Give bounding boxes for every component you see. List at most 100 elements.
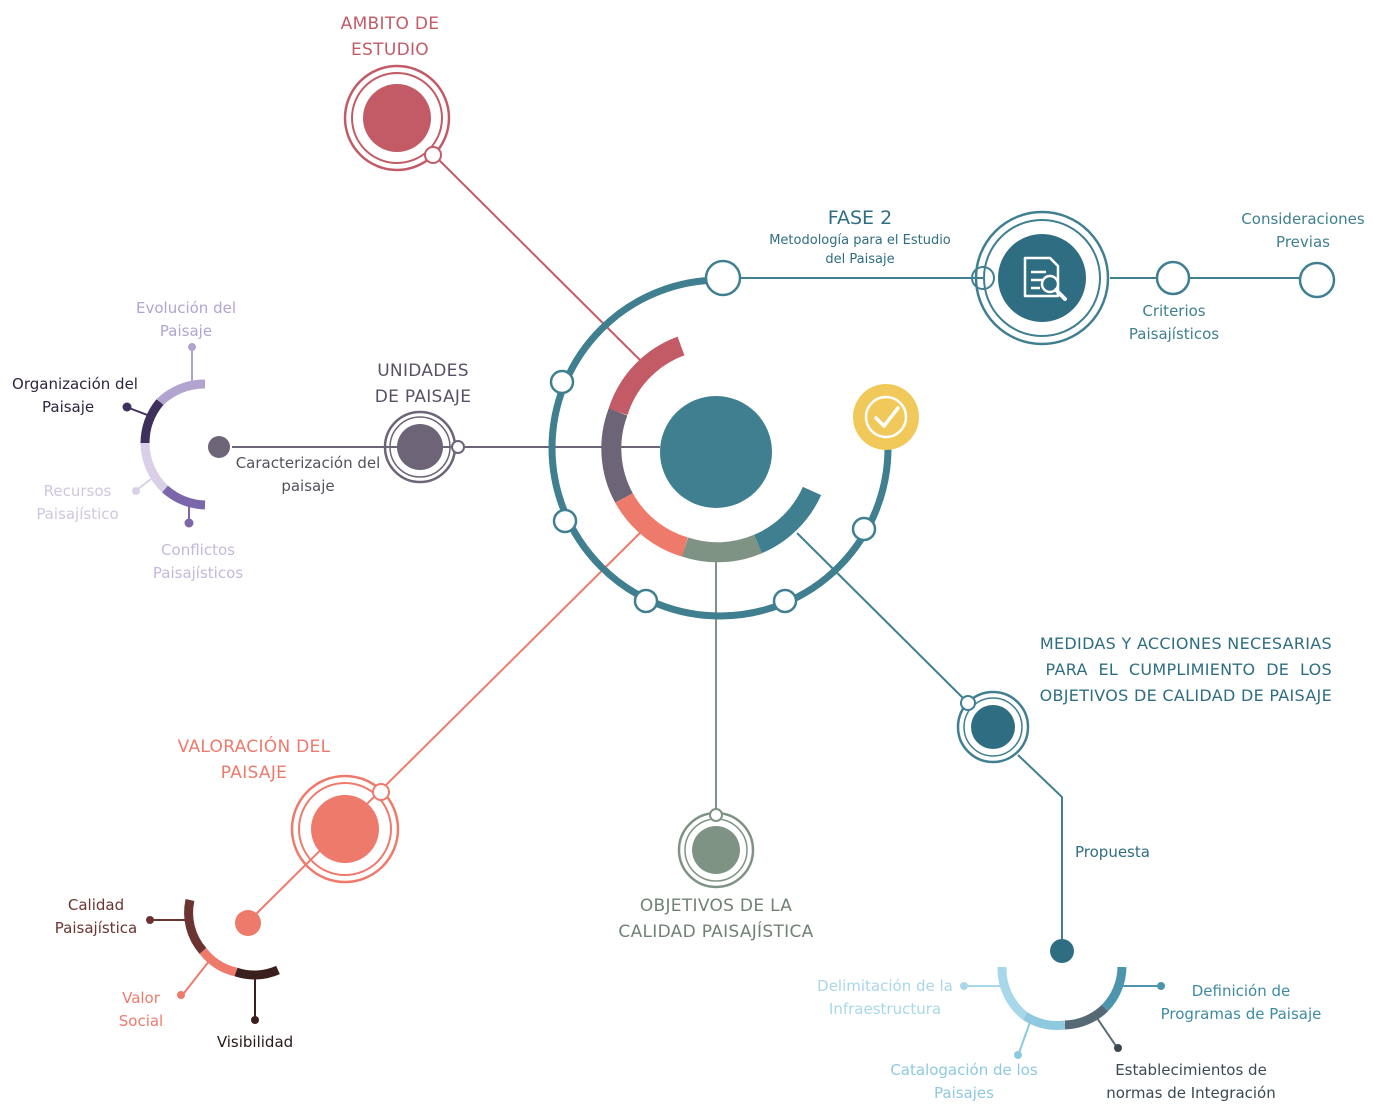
label-valor-social: Valor Social [105,987,177,1033]
catalogacion-tick [1018,1021,1031,1054]
label-catalogacion: Catalogación de los Paisajes [880,1059,1048,1105]
label-ambito: AMBITO DE ESTUDIO [320,11,460,63]
medidas-ring-inner [963,697,1023,757]
node-criterios[interactable] [1155,260,1191,296]
outer-ring-node[interactable] [772,588,798,614]
definicion-line1: Definición de [1191,982,1291,1000]
valoracion-connector-node [372,783,390,801]
establecimientos-tick [1096,1017,1117,1047]
sub-arc-visibilidad [234,965,280,980]
check-badge-ring [864,395,908,439]
label-caracterizacion: Caracterización del paisaje [228,452,388,498]
label-definicion: Definición de Programas de Paisaje [1155,980,1327,1026]
propuesta-text: Propuesta [1075,843,1150,861]
catalogacion-dot [1014,1051,1022,1059]
ambito-line2: ESTUDIO [351,40,429,60]
check-icon [874,406,900,428]
connector-medidas [796,532,969,704]
valor-social-line1: Valor [122,989,160,1007]
central-core [660,396,772,508]
inner-arc-purple [601,408,633,503]
unidades-connector-node [451,440,465,454]
label-propuesta: Propuesta [1075,841,1175,864]
recursos-dot [132,487,140,495]
caracterizacion-line2: paisaje [281,477,335,495]
valoracion-core [311,795,379,863]
medidas-line3: OBJETIVOS DE CALIDAD DE PAISAJE [1039,686,1332,705]
medidas-core [971,705,1015,749]
node-ambito[interactable] [343,64,451,172]
label-unidades: UNIDADES DE PAISAJE [348,358,498,410]
establecimientos-dot [1114,1044,1122,1052]
calidad-dot [146,916,154,924]
caracterizacion-node[interactable] [208,436,230,458]
sub-arc-establecimientos [1064,1004,1109,1030]
outer-ring [548,276,892,620]
calidad-line2: Paisajística [54,919,138,937]
label-organizacion: Organización del Paisaje [4,373,146,419]
evolucion-line2: Paisaje [159,322,213,340]
objetivos-line2: CALIDAD PAISAJÍSTICA [618,922,814,942]
label-calidad: Calidad Paisajística [46,894,146,940]
objetivos-connector-node [709,808,723,822]
sub-arc-conflictos [162,485,206,510]
node-fase2[interactable] [971,210,1110,346]
fase2-title: FASE 2 [827,207,893,229]
label-fase2: FASE 2 Metodología para el Estudio del P… [740,205,980,269]
evolucion-dot [188,343,196,351]
propuesta-node[interactable] [1050,939,1074,963]
outer-ring-node[interactable] [549,369,575,395]
label-conflictos: Conflictos Paisajísticos [140,539,256,585]
node-consideraciones[interactable] [1298,261,1336,299]
central-hub [548,259,892,620]
inner-arc-teal [753,486,822,554]
propuesta-subhub [960,939,1165,1059]
outer-ring-node[interactable] [633,588,659,614]
unidades-line2: DE PAISAJE [374,387,472,407]
catalogacion-line1: Catalogación de los [890,1061,1038,1079]
sub-arc-organizacion [140,399,164,444]
valoracion-line2: PAISAJE [220,763,288,783]
calidad-line1: Calidad [67,896,125,914]
delimitacion-line1: Delimitación de la [817,977,953,995]
label-evolucion: Evolución del Paisaje [126,297,246,343]
unidades-ring-inner [389,416,451,478]
evolucion-line1: Evolución del [136,299,236,317]
valor-social-tick [183,959,211,994]
valoracion-sub-node[interactable] [235,910,261,936]
conflictos-dot [184,518,194,528]
medidas-ring-outer [956,690,1030,764]
sub-arc-evolucion [156,379,206,406]
recursos-line2: Paisajístico [36,505,119,523]
outer-ring-node[interactable] [552,508,578,534]
document-search-icon [1023,256,1067,301]
criterios-line2: Paisajísticos [1128,325,1220,343]
visibilidad-text: Visibilidad [216,1033,294,1051]
fase2-connector-node [971,266,995,290]
valoracion-ring-outer [290,774,400,884]
node-unidades[interactable] [383,410,465,484]
ambito-connector-node [424,146,442,164]
fase2-subtitle-line1: Metodología para el Estudio [769,233,951,248]
valoracion-line1: VALORACIÓN DEL [177,737,331,757]
node-valoracion[interactable] [290,774,400,884]
outer-ring-node[interactable] [704,259,742,297]
medidas-connector-node [960,695,976,711]
node-medidas[interactable] [956,690,1030,764]
ambito-ring-inner [351,72,443,164]
organizacion-dot [122,402,132,412]
ambito-ring-outer [343,64,451,172]
check-badge-circle [853,384,919,450]
sub-arc-delimitacion [997,966,1028,1020]
definicion-dot [1157,982,1165,990]
node-objetivos[interactable] [677,808,755,889]
label-establecimientos: Establecimientos de normas de Integració… [1098,1059,1284,1105]
outer-ring-node[interactable] [851,516,877,542]
check-badge [853,384,919,450]
caracterizacion-line1: Caracterización del [235,454,381,472]
label-objetivos: OBJETIVOS DE LA CALIDAD PAISAJÍSTICA [600,893,832,945]
objetivos-core [692,826,740,874]
valor-social-dot [177,991,185,999]
medidas-line1: MEDIDAS Y ACCIONES NECESARIAS [1039,634,1332,653]
label-recursos: Recursos Paisajístico [20,480,135,526]
